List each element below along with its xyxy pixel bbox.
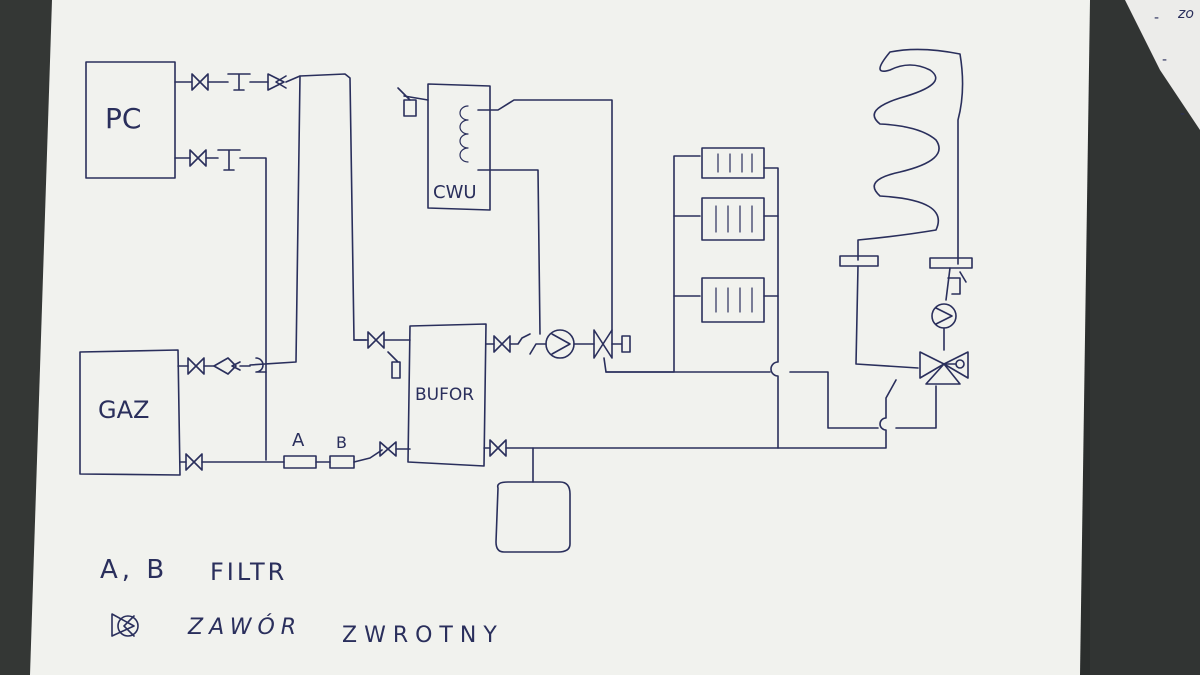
ball-valve-icon: [379, 441, 397, 457]
filter-a-label: A: [292, 430, 305, 451]
pc-return-line: [174, 149, 267, 461]
notebook-page: zo - - -: [1125, 0, 1200, 130]
hot-water-tank-label: CWU: [433, 182, 477, 203]
safety-valve-icon: [397, 87, 429, 117]
three-way-valve-icon: [593, 329, 613, 359]
radiator-circuit: [603, 147, 879, 449]
heating-coil-icon: [459, 105, 469, 163]
gas-supply-line: [177, 357, 267, 375]
heat-pump-unit: PC: [85, 61, 176, 179]
legend: A, B FILTR ZAWÓR ZWROTNY: [100, 555, 504, 648]
radiator-2: [701, 197, 765, 241]
legend-check-valve-word1: ZAWÓR: [187, 614, 302, 640]
heat-pump-label: PC: [105, 102, 141, 135]
check-valve-icon: [213, 357, 241, 375]
ball-valve-icon: [493, 335, 511, 353]
hot-water-tank: CWU: [397, 83, 613, 335]
legend-filters-value: FILTR: [210, 558, 287, 586]
legend-check-valve-icon: [111, 613, 139, 637]
radiator-3: [701, 277, 765, 323]
check-valve-icon: [267, 73, 287, 91]
pc-to-gas-riser: [249, 75, 301, 366]
ball-valve-icon: [489, 439, 507, 457]
gas-boiler-unit: GAZ: [79, 349, 181, 476]
paper-sheet: [30, 0, 1090, 675]
manifold-right-icon: [929, 257, 973, 269]
notebook-mark-4: -: [1180, 106, 1185, 122]
buffer-return-line: [483, 379, 897, 457]
manifold-left-icon: [839, 255, 879, 267]
radiator-1: [701, 147, 765, 179]
expansion-vessel: [495, 447, 571, 553]
ball-valve-icon: [367, 331, 385, 349]
notebook-mark-3: -: [1162, 52, 1167, 68]
filter-b-label: B: [336, 433, 347, 452]
gas-return-line: A B: [179, 430, 411, 471]
tee-fitting-icon: [227, 73, 251, 91]
underfloor-heating-loop: [839, 48, 973, 429]
gas-boiler-label: GAZ: [98, 396, 149, 424]
buffer-inlet-line: [353, 331, 411, 379]
ball-valve-icon: [187, 357, 205, 375]
filter-b-icon: [329, 455, 355, 469]
notebook-mark-1: zo: [1177, 6, 1194, 22]
notebook-mark-2: -: [1154, 10, 1159, 26]
ball-valve-icon: [189, 149, 207, 167]
buffer-outlet-line: [485, 329, 631, 359]
air-vent-icon: [387, 351, 401, 379]
ball-valve-icon: [191, 73, 209, 91]
buffer-tank: BUFOR: [407, 323, 487, 467]
legend-filters-key: A, B: [100, 555, 168, 585]
valve-actuator-icon: [955, 359, 965, 369]
valve-actuator-icon: [611, 335, 631, 353]
three-way-valve-icon: [919, 351, 969, 379]
ball-valve-icon: [185, 453, 203, 471]
legend-check-valve-word2: ZWROTNY: [342, 623, 504, 648]
filter-a-icon: [283, 455, 317, 469]
buffer-tank-label: BUFOR: [415, 385, 474, 405]
thermometer-icon: [945, 267, 967, 301]
tee-fitting-icon: [217, 149, 241, 171]
